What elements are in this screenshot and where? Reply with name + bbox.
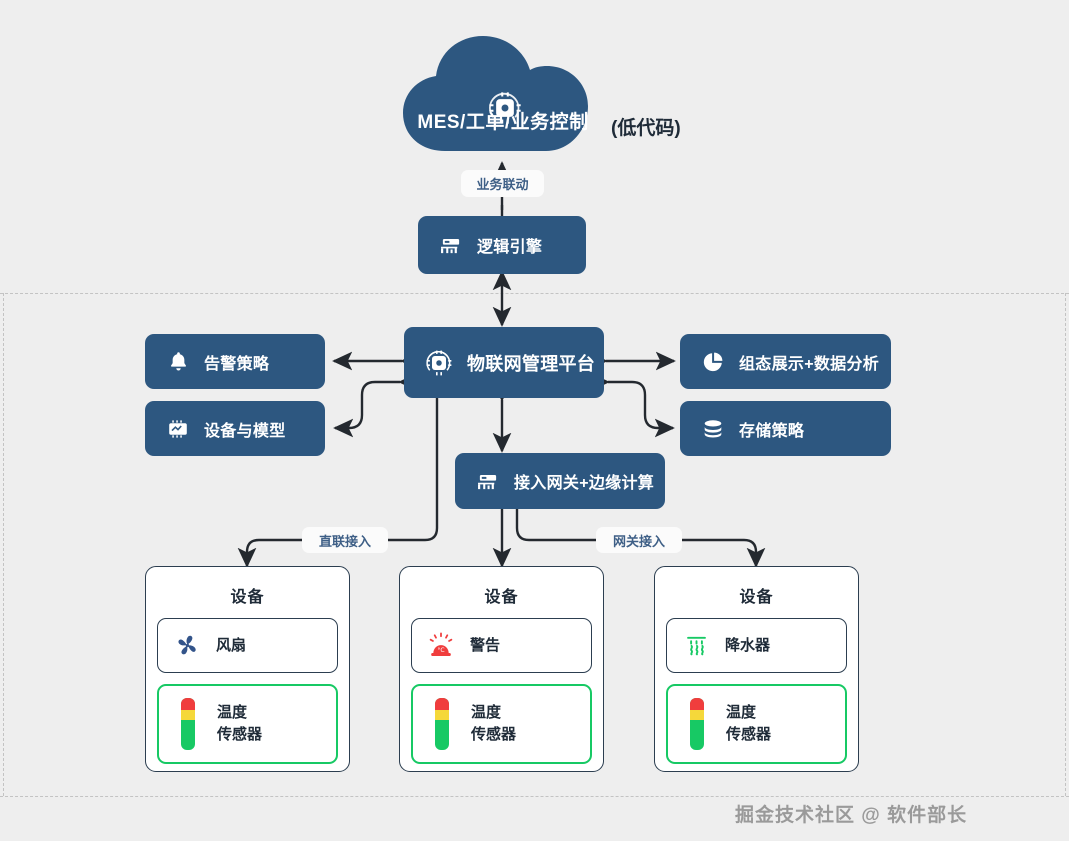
edge-label-direct-access: 直联接入 (302, 527, 388, 553)
watermark: 掘金技术社区 @ 软件部长 (735, 805, 968, 826)
pie-chart-icon (700, 349, 726, 375)
alarm-siren-icon: °C (426, 632, 456, 660)
node-storage-policy[interactable]: 存储策略 (680, 401, 891, 456)
divider-top (0, 293, 1069, 294)
device-actuator-fan[interactable]: 风扇 (157, 618, 338, 673)
device-sensor-label: 温度 传感器 (471, 702, 516, 746)
device-card[interactable]: 设备 降水器 温度 (654, 566, 859, 772)
divider-right (1065, 293, 1066, 796)
device-sensor-line2: 传感器 (217, 726, 263, 743)
node-scada-analysis[interactable]: 组态展示+数据分析 (680, 334, 891, 389)
node-logic-engine[interactable]: 逻辑引擎 (418, 216, 586, 274)
node-storage-policy-label: 存储策略 (739, 422, 805, 440)
device-card-title: 设备 (484, 589, 519, 606)
node-alarm-policy[interactable]: 告警策略 (145, 334, 325, 389)
iot-chip-icon (424, 350, 454, 376)
low-code-note: (低代码) (611, 118, 681, 139)
fan-icon (172, 632, 202, 659)
device-actuator-label: 风扇 (216, 636, 247, 654)
sprinkler-icon (681, 632, 711, 659)
cloud-shape-icon (403, 36, 588, 151)
cloud-mes-node[interactable]: MES/工单/业务控制 (398, 33, 608, 155)
node-iot-platform[interactable]: 物联网管理平台 (404, 327, 604, 398)
gateway-icon (475, 468, 501, 494)
device-sensor-line1: 温度 (471, 704, 502, 722)
database-icon (700, 416, 726, 442)
device-card[interactable]: 设备 °C 警告 (399, 566, 604, 772)
thermometer-icon (427, 696, 457, 752)
device-card-title: 设备 (739, 589, 774, 606)
node-logic-engine-label: 逻辑引擎 (477, 239, 543, 256)
device-sensor-line1: 温度 (217, 704, 248, 722)
iot-chip-icon (489, 92, 521, 124)
gateway-icon (438, 232, 464, 258)
device-sensor-temperature[interactable]: 温度 传感器 (666, 684, 847, 764)
thermometer-icon (682, 696, 712, 752)
device-actuator-alarm[interactable]: °C 警告 (411, 618, 592, 673)
device-actuator-sprinkler[interactable]: 降水器 (666, 618, 847, 673)
node-device-model-label: 设备与模型 (204, 422, 286, 440)
chip-model-icon (165, 416, 191, 442)
device-sensor-line2: 传感器 (471, 726, 517, 743)
device-sensor-label: 温度 传感器 (726, 702, 771, 746)
node-device-model[interactable]: 设备与模型 (145, 401, 325, 456)
device-sensor-line1: 温度 (726, 704, 757, 722)
device-sensor-temperature[interactable]: 温度 传感器 (157, 684, 338, 764)
svg-text:°C: °C (437, 645, 444, 653)
node-iot-platform-label: 物联网管理平台 (467, 353, 596, 374)
divider-left (3, 293, 4, 796)
divider-bottom (0, 796, 1069, 797)
device-actuator-label: 降水器 (725, 636, 771, 654)
node-edge-gateway[interactable]: 接入网关+边缘计算 (455, 453, 665, 509)
edge-label-gateway-access: 网关接入 (596, 527, 682, 553)
device-card-title: 设备 (230, 589, 265, 606)
device-actuator-label: 警告 (470, 636, 501, 654)
device-sensor-label: 温度 传感器 (217, 702, 262, 746)
edge-label-biz-link: 业务联动 (461, 170, 544, 197)
bell-icon (165, 349, 191, 375)
device-sensor-line2: 传感器 (726, 726, 772, 743)
thermometer-icon (173, 696, 203, 752)
device-sensor-temperature[interactable]: 温度 传感器 (411, 684, 592, 764)
node-edge-gateway-label: 接入网关+边缘计算 (514, 475, 655, 492)
device-card[interactable]: 设备 风扇 温度 (145, 566, 350, 772)
node-scada-analysis-label: 组态展示+数据分析 (739, 355, 880, 373)
node-alarm-policy-label: 告警策略 (204, 355, 270, 373)
